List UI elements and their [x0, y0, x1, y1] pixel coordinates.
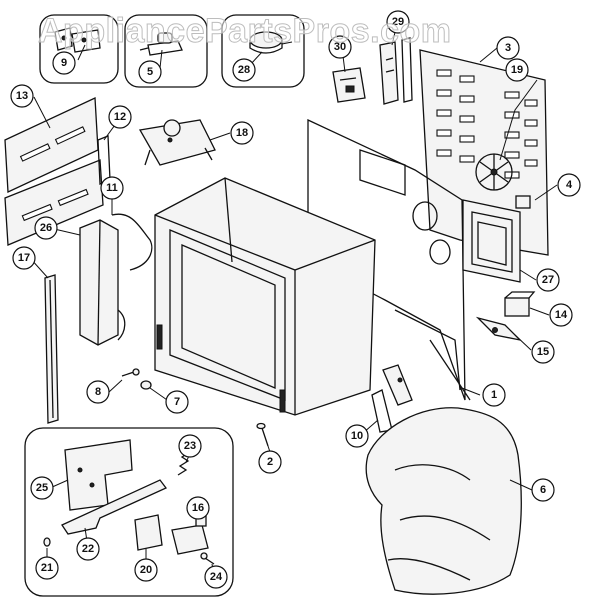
callout-13: 13	[10, 84, 34, 108]
callout-25: 25	[30, 476, 54, 500]
part-6-insulation	[365, 407, 522, 595]
callout-10: 10	[345, 424, 369, 448]
callout-21: 21	[35, 556, 59, 580]
svg-text:9: 9	[61, 57, 67, 69]
svg-text:29: 29	[392, 16, 404, 28]
watermark-text: AppliancePartsPros.com	[38, 12, 451, 50]
callout-23: 23	[178, 434, 202, 458]
callout-1: 1	[482, 383, 506, 407]
callout-29: 29	[386, 10, 410, 34]
callout-24: 24	[204, 565, 228, 589]
svg-text:14: 14	[555, 309, 568, 321]
part-2-screw	[256, 422, 269, 447]
svg-text:25: 25	[36, 482, 48, 494]
callout-7: 7	[165, 390, 189, 414]
svg-text:7: 7	[174, 396, 180, 408]
callout-8: 8	[86, 380, 110, 404]
callout-11: 11	[100, 176, 124, 200]
svg-text:15: 15	[537, 346, 549, 358]
inset-box-part-28	[221, 14, 305, 88]
svg-text:13: 13	[16, 90, 28, 102]
svg-text:3: 3	[505, 42, 511, 54]
callout-16: 16	[186, 496, 210, 520]
part-14-relay	[504, 291, 536, 317]
callout-4: 4	[557, 173, 581, 197]
callout-26: 26	[34, 216, 58, 240]
part-27-door-vent-frame	[462, 199, 521, 283]
svg-text:17: 17	[18, 252, 30, 264]
svg-text:1: 1	[491, 389, 497, 401]
part-19-fan	[475, 153, 513, 191]
part-26-duct	[79, 219, 119, 346]
svg-text:30: 30	[334, 41, 346, 53]
svg-text:28: 28	[238, 64, 250, 76]
svg-text:22: 22	[82, 543, 94, 555]
callout-9: 9	[52, 51, 76, 75]
callout-12: 12	[108, 105, 132, 129]
svg-text:16: 16	[192, 502, 204, 514]
part-18-switch	[138, 119, 216, 166]
svg-text:10: 10	[351, 430, 363, 442]
svg-text:11: 11	[106, 182, 118, 194]
part-3-rear-panel	[419, 49, 549, 256]
part-1-rod	[429, 339, 471, 401]
callout-17: 17	[12, 246, 36, 270]
callout-27: 27	[536, 268, 560, 292]
svg-text:20: 20	[140, 564, 152, 576]
inset-box-part-9	[39, 14, 119, 84]
svg-text:8: 8	[95, 386, 101, 398]
part-29-bracket	[379, 37, 413, 105]
inset-box-part-5	[124, 14, 208, 88]
svg-text:6: 6	[540, 484, 546, 496]
svg-text:23: 23	[184, 440, 196, 452]
callout-5: 5	[138, 60, 162, 84]
part-11-wire-harness	[111, 213, 153, 341]
svg-text:26: 26	[40, 222, 52, 234]
part-13-side-panels	[4, 97, 104, 246]
callout-6: 6	[531, 478, 555, 502]
part-7-spacer	[140, 380, 152, 390]
callout-18: 18	[230, 121, 254, 145]
callout-3: 3	[496, 36, 520, 60]
callout-15: 15	[531, 340, 555, 364]
callout-19: 19	[505, 58, 529, 82]
svg-text:27: 27	[542, 274, 554, 286]
callout-14: 14	[549, 303, 573, 327]
svg-text:2: 2	[267, 456, 273, 468]
part-30-terminal-block	[332, 67, 366, 103]
svg-text:4: 4	[566, 179, 573, 191]
leader-lines	[29, 27, 558, 576]
callout-30: 30	[328, 35, 352, 59]
svg-text:19: 19	[511, 64, 523, 76]
svg-text:24: 24	[210, 571, 223, 583]
svg-text:18: 18	[236, 127, 248, 139]
callout-20: 20	[134, 558, 158, 582]
callout-28: 28	[232, 58, 256, 82]
oven-cavity	[154, 177, 376, 416]
svg-text:5: 5	[147, 66, 153, 78]
svg-text:12: 12	[114, 111, 126, 123]
part-17-trim-rail	[44, 274, 59, 424]
callout-22: 22	[76, 537, 100, 561]
svg-text:21: 21	[41, 562, 53, 574]
part-15-bracket	[475, 316, 522, 342]
part-8-screw	[121, 368, 140, 377]
callout-2: 2	[258, 450, 282, 474]
